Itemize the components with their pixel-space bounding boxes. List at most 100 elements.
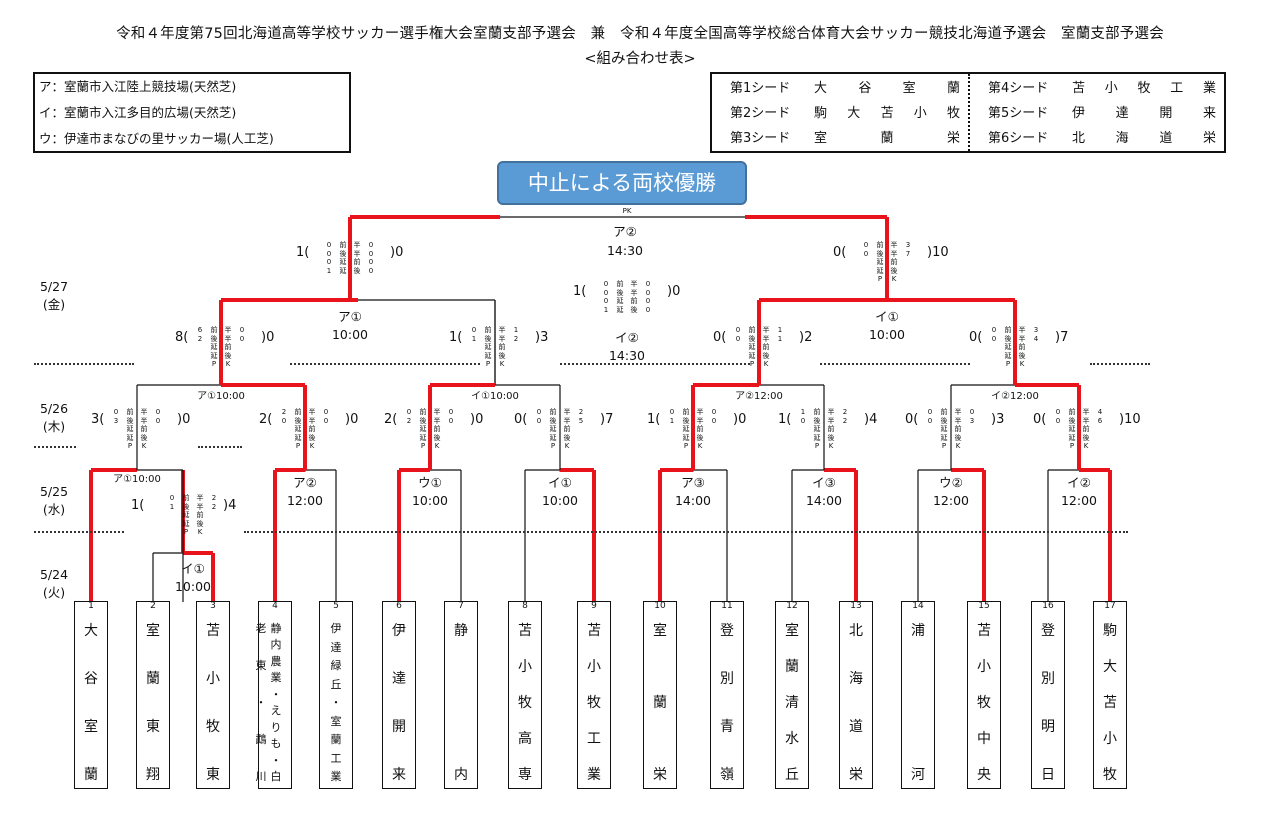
team-name-char: 蘭 (653, 695, 667, 711)
seed-name-char: 大 (847, 106, 861, 121)
team-name-char: え (270, 704, 282, 718)
period-row: 延後 (167, 520, 219, 529)
period-label: P (211, 360, 217, 368)
period-label: 半 (696, 408, 704, 416)
period-label: 延 (419, 433, 427, 442)
right-period-score: 2 (578, 408, 584, 416)
period-label: 後 (182, 502, 190, 511)
period-label: P (295, 442, 301, 450)
team-name-char: 伊 (330, 622, 342, 635)
period-label: 前 (813, 408, 821, 416)
period-label: 半 (196, 502, 204, 511)
period-label: 前 (1004, 326, 1012, 334)
period-label: 半 (563, 408, 571, 416)
right-period-score: 0 (323, 408, 329, 416)
left-period-score (925, 442, 935, 451)
period-label: K (1019, 360, 1025, 368)
left-period-score: 0 (113, 408, 119, 416)
date-separator (1090, 363, 1150, 365)
right-period-score (446, 425, 456, 434)
left-period-score (1053, 442, 1063, 451)
left-period-score (534, 425, 544, 434)
team-name-char: り (270, 720, 282, 734)
seed-name-char: 達 (1115, 106, 1129, 121)
team-name-char: 明 (1041, 719, 1055, 735)
team-name: 伊達緑丘・室蘭工業 (320, 620, 352, 784)
period-row: 延後 (798, 434, 850, 443)
team-name-char: 緑 (330, 659, 342, 672)
seed-row: 第5シード伊達開来 (970, 101, 1224, 126)
team-name: 登別明日 (1032, 620, 1064, 784)
period-row: 延後 (861, 267, 913, 276)
left-period-score (925, 425, 935, 434)
right-period-score: 2 (211, 494, 217, 502)
right-period-score: 3 (1033, 326, 1039, 334)
team-name-char: 工 (587, 731, 601, 747)
period-row: 延前 (733, 343, 785, 352)
left-period-score: 0 (863, 249, 869, 258)
match-venue: イ① (875, 309, 899, 324)
match-time: 12:00 (1060, 493, 1098, 508)
left-period-score: 0 (863, 241, 869, 249)
right-period-score (967, 434, 977, 443)
team-name-char: 業 (270, 671, 282, 685)
left-period-score (861, 275, 871, 284)
left-period-score: 0 (735, 326, 741, 334)
right-period-score (576, 425, 586, 434)
period-label: 後 (940, 416, 948, 425)
right-period-score (321, 442, 331, 451)
left-score: 0( (1033, 412, 1047, 427)
left-period-score (733, 343, 743, 352)
period-label: 後 (762, 351, 770, 360)
left-period-score: 1 (326, 266, 332, 275)
right-period-score: 3 (969, 416, 975, 425)
seed-name-char: 来 (1202, 106, 1216, 121)
right-period-score (209, 520, 219, 529)
team-name-char: 老 (255, 622, 267, 635)
team-number: 10 (654, 601, 666, 611)
period-row: 延後 (469, 352, 521, 361)
left-score: 0( (969, 330, 983, 345)
period-label: 半 (1018, 334, 1026, 343)
period-label: 半 (563, 416, 571, 425)
team-number: 14 (912, 601, 924, 611)
tournament-title: 令和４年度第75回北海道高等学校サッカー選手権大会室蘭支部予選会 兼 令和４年度… (116, 26, 1164, 42)
team-name-char: も (270, 737, 282, 751)
period-label: 延 (682, 433, 690, 442)
left-period-score: 2 (281, 408, 287, 416)
seed-label: 第5シード (988, 106, 1049, 121)
period-label: 前 (696, 425, 704, 433)
right-period-score: 6 (1097, 416, 1103, 425)
seed-name-char: 蘭 (946, 81, 960, 96)
period-label: 半 (224, 334, 232, 343)
seed-label: 第4シード (988, 81, 1049, 96)
date-separator (560, 363, 750, 365)
left-period-score (167, 520, 177, 529)
left-period-score: 0 (603, 288, 609, 297)
left-period-score (798, 425, 808, 434)
left-period-score (861, 267, 871, 276)
right-period-score: 0 (969, 408, 975, 416)
period-label: P (749, 360, 755, 368)
period-label: K (564, 442, 570, 450)
right-period-score: 0 (368, 241, 374, 249)
match-time: 10:00 (331, 327, 369, 342)
team-name: 苫小牧東 (197, 620, 229, 784)
right-period-score: 0 (155, 416, 161, 425)
left-score: 1( (647, 412, 661, 427)
date-separator (198, 446, 242, 448)
seed-name-char: 小 (913, 106, 927, 121)
match-venue: イ①10:00 (471, 391, 519, 402)
